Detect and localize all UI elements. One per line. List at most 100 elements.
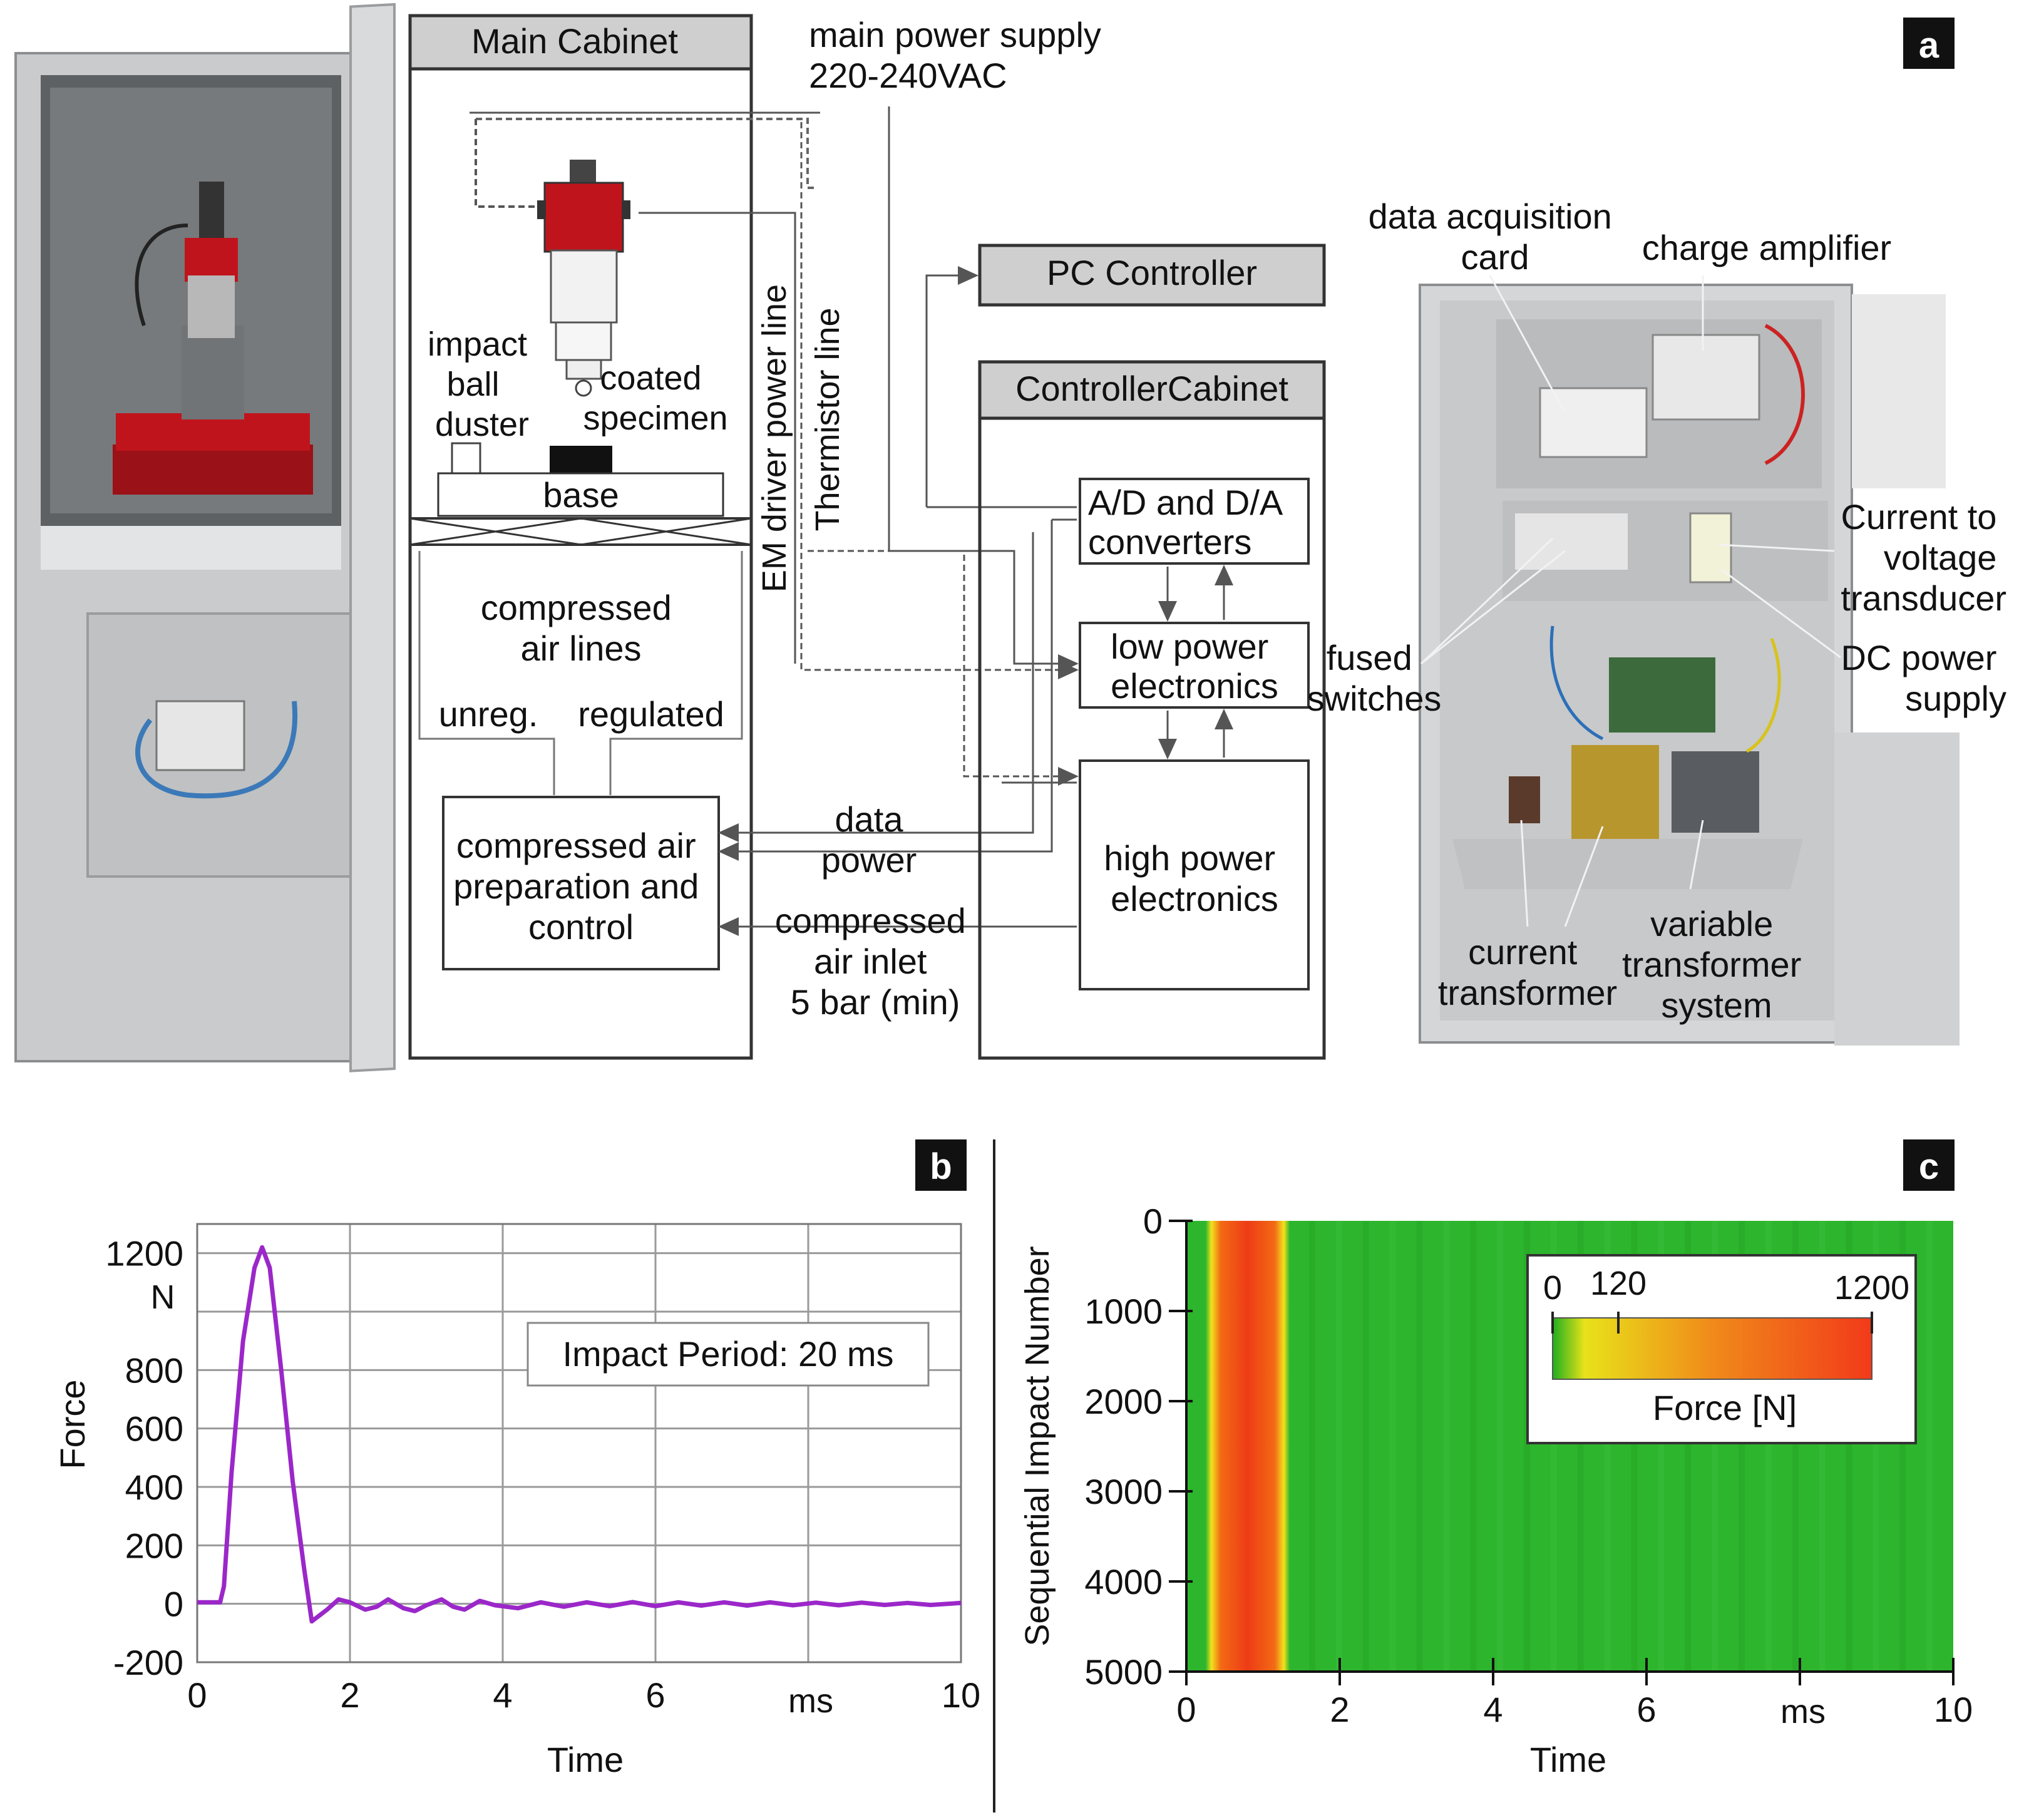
ad-da-label-2: converters bbox=[1088, 522, 1251, 562]
svg-text:low power electronics: low power electronics bbox=[1111, 627, 1278, 706]
heatmap-column bbox=[1416, 1221, 1423, 1672]
regulated-label: regulated bbox=[578, 694, 724, 734]
chart-b-ytick: 400 bbox=[125, 1468, 183, 1507]
panel-a-badge: a bbox=[1903, 18, 1955, 69]
chart-b-xtick: 0 bbox=[187, 1675, 207, 1715]
heatmap-column bbox=[1309, 1221, 1315, 1672]
pc-controller-label: PC Controller bbox=[1047, 253, 1257, 292]
chart-c-ytick: 2000 bbox=[1084, 1382, 1163, 1421]
compressed-air-lines-label-1: compressed bbox=[481, 588, 672, 627]
chart-c-ytick: 5000 bbox=[1084, 1652, 1163, 1692]
variable-transformer-label-2: transformer bbox=[1622, 945, 1801, 984]
svg-text:fused switches: fused switches bbox=[1307, 638, 1442, 718]
fused-switches-label-1: fused bbox=[1327, 638, 1412, 677]
svg-text:main power supply 220-24: main power supply 220-240VAC bbox=[809, 15, 1111, 95]
impact-ball-duster-label-3: duster bbox=[435, 406, 529, 443]
main-power-label-2: 220-240VAC bbox=[809, 56, 1007, 95]
impact-period-label: Impact Period: 20 ms bbox=[562, 1334, 893, 1374]
current-transformer-label-1: current bbox=[1468, 932, 1578, 972]
impact-period-box bbox=[527, 1322, 930, 1387]
data-line-label: data bbox=[835, 799, 904, 839]
base-block bbox=[437, 472, 724, 517]
svg-text:impact ball duster: impact ball duster bbox=[428, 326, 537, 443]
heatmap-column bbox=[1658, 1221, 1665, 1672]
svg-text:current transformer: current transformer bbox=[1438, 932, 1617, 1012]
svg-text:c: c bbox=[1919, 1146, 1939, 1187]
colorbar-tick-120: 120 bbox=[1590, 1265, 1647, 1302]
heatmap-impact-band bbox=[1205, 1221, 1290, 1672]
daq-label-2: card bbox=[1461, 237, 1529, 277]
chart-c-ytick: 1000 bbox=[1084, 1292, 1163, 1331]
svg-text:compressed air inlet: compressed air inlet 5 bar (min) bbox=[775, 901, 976, 1022]
air-inlet-label-3: 5 bar (min) bbox=[791, 982, 960, 1022]
svg-text:data acquisition card: data acquisition card bbox=[1369, 197, 1622, 277]
chart-c-xtick: 0 bbox=[1176, 1690, 1196, 1729]
chart-b-ytick: 1200 bbox=[105, 1234, 183, 1273]
air-prep-label-1: compressed air bbox=[456, 826, 696, 865]
heatmap-column bbox=[1926, 1221, 1933, 1672]
base-support bbox=[409, 517, 752, 546]
chart-b-frame bbox=[196, 1223, 962, 1663]
chart-b-ytick: 600 bbox=[125, 1409, 183, 1449]
ball-duster-box bbox=[451, 442, 481, 475]
em-hammer bbox=[470, 111, 820, 397]
main-cabinet-header bbox=[408, 14, 753, 71]
heatmap-column bbox=[1335, 1221, 1342, 1672]
chart-b-xtick: 10 bbox=[942, 1675, 980, 1715]
pc-controller-box bbox=[978, 244, 1326, 307]
daq-label-1: data acquisition bbox=[1369, 197, 1612, 236]
svg-text:coated specimen: coated specimen bbox=[583, 359, 727, 437]
heatmap-column bbox=[1443, 1221, 1450, 1672]
variable-transformer-label-1: variable bbox=[1650, 904, 1773, 943]
panel-c-badge: c bbox=[1903, 1139, 1955, 1191]
high-power-label-1: high power bbox=[1104, 838, 1275, 878]
chart-b-ytick: 200 bbox=[125, 1526, 183, 1565]
charge-amplifier-label: charge amplifier bbox=[1642, 228, 1891, 267]
low-power-label-1: low power bbox=[1111, 627, 1268, 666]
chart-c-xlabel: Time bbox=[1530, 1740, 1606, 1779]
ctv-label-3: transducer bbox=[1841, 578, 2006, 618]
chart-c-xtick: 6 bbox=[1636, 1690, 1656, 1729]
main-power-label-1: main power supply bbox=[809, 15, 1101, 54]
chart-b-ytick: 800 bbox=[125, 1350, 183, 1390]
colorbar-tick-1200: 1200 bbox=[1834, 1269, 1909, 1307]
svg-text:compressed air lines: compressed air lines bbox=[481, 588, 682, 668]
heatmap-column bbox=[1524, 1221, 1530, 1672]
chart-b-ytick: -200 bbox=[113, 1643, 183, 1682]
chart-b-ytick: 0 bbox=[164, 1585, 183, 1624]
air-prep-label-3: control bbox=[528, 907, 634, 947]
controller-cabinet-title: ControllerCabinet bbox=[1015, 369, 1288, 408]
heatmap-column bbox=[1604, 1221, 1611, 1672]
svg-text:a: a bbox=[1919, 25, 1939, 66]
colorbar-gradient bbox=[1552, 1317, 1873, 1380]
chart-b-unit-label: N bbox=[151, 1278, 175, 1316]
internal-arrows bbox=[1158, 565, 1233, 759]
ad-da-label-1: A/D and D/A bbox=[1088, 483, 1283, 522]
heatmap-column bbox=[1631, 1221, 1638, 1672]
connection-lines bbox=[639, 106, 1079, 936]
svg-text:A/D and D/A converters: A/D and D/A converters bbox=[1088, 483, 1291, 562]
controller-cabinet-header bbox=[978, 360, 1326, 420]
air-inlet-label-2: air inlet bbox=[814, 942, 927, 981]
heatmap-column bbox=[1792, 1221, 1799, 1672]
compressed-air-lines-label-2: air lines bbox=[521, 629, 642, 668]
heatmap-column bbox=[1685, 1221, 1692, 1672]
heatmap-column bbox=[1873, 1221, 1879, 1672]
low-power-box bbox=[1079, 622, 1310, 709]
panel-b-badge: b bbox=[915, 1139, 967, 1191]
specimen-block bbox=[550, 446, 612, 473]
high-power-label-2: electronics bbox=[1111, 879, 1278, 918]
chart-b-xtick: 6 bbox=[645, 1675, 665, 1715]
dc-supply-label-2: supply bbox=[1905, 679, 2006, 718]
photo-callout-lines bbox=[1420, 275, 1841, 927]
svg-text:DC power supply: DC power supply bbox=[1841, 638, 2006, 718]
heatmap-column bbox=[1739, 1221, 1745, 1672]
air-prep-box bbox=[442, 796, 720, 970]
colorbar: 0 120 1200 Force [N] bbox=[1526, 1254, 1917, 1444]
heatmap-column bbox=[1389, 1221, 1396, 1672]
high-power-box bbox=[1079, 759, 1310, 990]
chart-c-ytick: 0 bbox=[1143, 1201, 1163, 1241]
colorbar-title: Force [N] bbox=[1653, 1388, 1797, 1427]
chart-b-xtick: 2 bbox=[340, 1675, 359, 1715]
heatmap-column bbox=[1712, 1221, 1718, 1672]
